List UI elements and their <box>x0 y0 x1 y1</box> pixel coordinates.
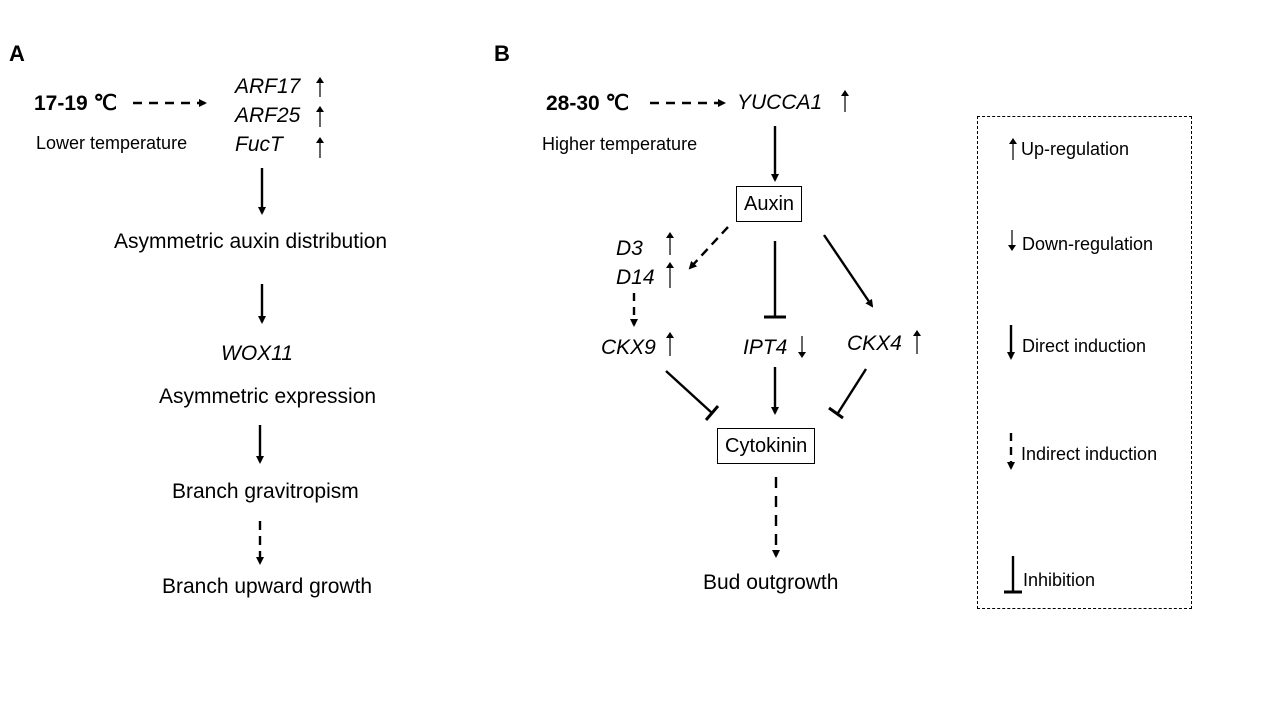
gene-arf17: ARF17 <box>235 75 301 98</box>
legend-box <box>977 116 1192 609</box>
gene-wox11: WOX11 <box>221 342 293 365</box>
legend-label-direct-induction: Direct induction <box>1022 336 1147 356</box>
temperature-range-a: 17-19 ℃ <box>34 92 118 115</box>
node-cytokinin: Cytokinin <box>717 428 816 464</box>
node-auxin-distribution: Asymmetric auxin distribution <box>114 230 388 253</box>
temperature-desc-b: Higher temperature <box>542 134 698 154</box>
gene-yucca1: YUCCA1 <box>737 91 823 114</box>
arrow-auxin-to-ckx4 <box>823 234 874 308</box>
inhibit-ckx4-to-cytokinin <box>836 368 868 414</box>
arrow-auxin-to-d14 <box>688 226 729 270</box>
panel-label-b: B <box>494 41 510 66</box>
inhibit-bar-ckx9 <box>704 405 720 421</box>
gene-ipt4: IPT4 <box>743 336 788 359</box>
legend-label-inhibition: Inhibition <box>1023 570 1096 590</box>
gene-d14: D14 <box>616 266 655 289</box>
gene-d3: D3 <box>616 237 643 260</box>
gene-fuct: FucT <box>235 133 283 156</box>
legend-label-indirect-induction: Indirect induction <box>1021 444 1158 464</box>
inhibit-bar-ckx4 <box>828 406 844 420</box>
gene-ckx9: CKX9 <box>601 336 656 359</box>
node-auxin: Auxin <box>736 186 803 222</box>
temperature-range-b: 28-30 ℃ <box>546 92 630 115</box>
gene-arf25: ARF25 <box>235 104 301 127</box>
legend-label-down-regulation: Down-regulation <box>1022 234 1154 254</box>
node-branch-gravitropism: Branch gravitropism <box>172 480 359 503</box>
node-branch-upward-growth: Branch upward growth <box>162 575 373 598</box>
node-asymmetric-expression: Asymmetric expression <box>159 385 377 408</box>
temperature-desc-a: Lower temperature <box>36 133 188 153</box>
panel-label-a: A <box>9 41 25 66</box>
inhibit-ckx9-to-cytokinin <box>665 370 713 414</box>
gene-ckx4: CKX4 <box>847 332 902 355</box>
legend-label-up-regulation: Up-regulation <box>1021 139 1130 159</box>
node-bud-outgrowth: Bud outgrowth <box>703 571 839 594</box>
